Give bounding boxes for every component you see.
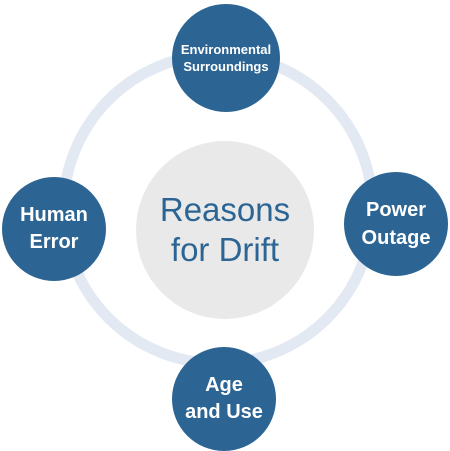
center-hub: Reasons for Drift [136, 141, 314, 319]
node-human-error: Human Error [2, 177, 106, 281]
node-age-and-use: Age and Use [172, 347, 276, 451]
node-label-environmental-surroundings: Environmental Surroundings [180, 42, 272, 74]
node-environmental-surroundings: Environmental Surroundings [172, 4, 280, 112]
node-label-power-outage: Power Outage [361, 199, 431, 249]
node-label-age-and-use: Age and Use [185, 374, 263, 423]
center-title: Reasons for Drift [159, 191, 291, 268]
node-label-human-error: Human Error [20, 204, 88, 253]
node-power-outage: Power Outage [344, 172, 448, 276]
